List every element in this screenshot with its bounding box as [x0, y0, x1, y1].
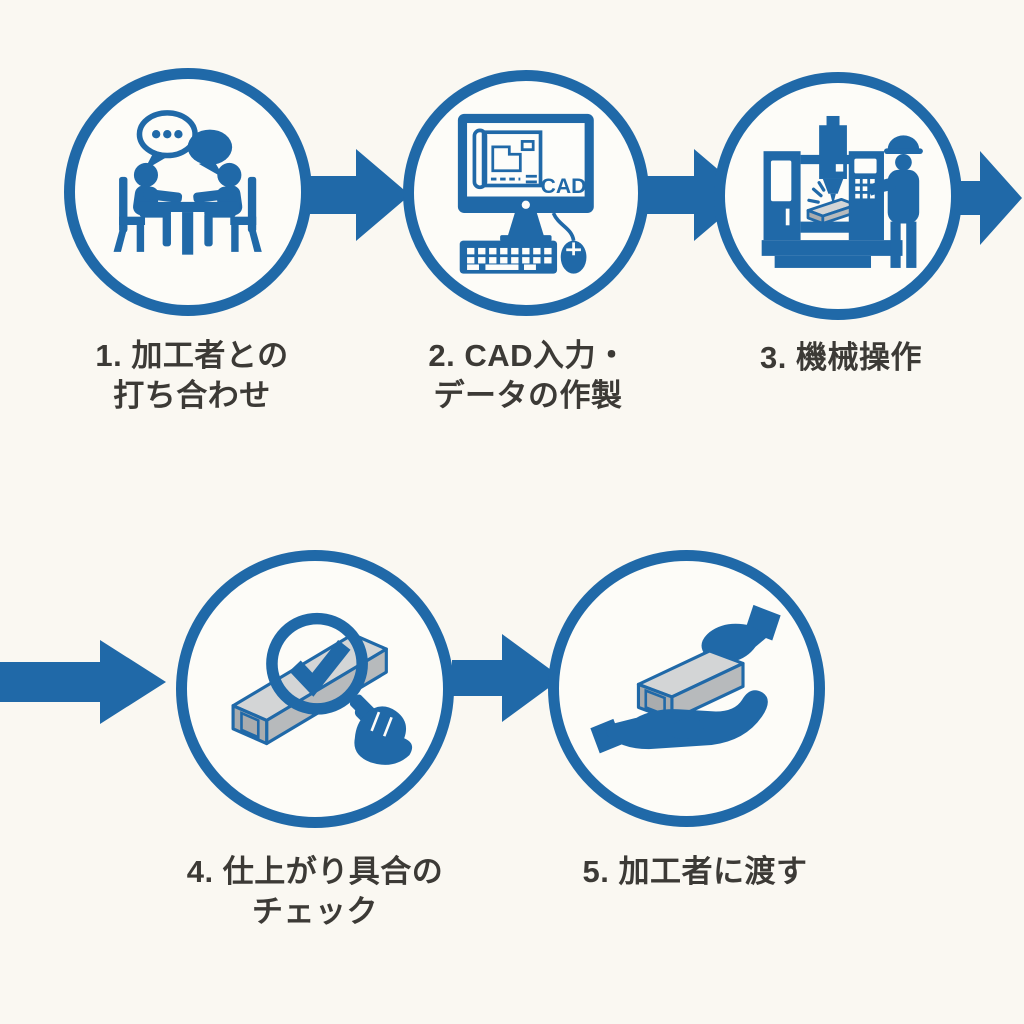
- meeting-discussion-icon: [113, 110, 263, 256]
- worker-with-hard-hat: [867, 135, 924, 269]
- step-label-4-line-2: チェック: [252, 894, 378, 929]
- holding-hand: [354, 706, 413, 765]
- sparks: [807, 181, 826, 205]
- step-label-1-line-2: 打ち合わせ: [113, 378, 271, 413]
- mouse: [551, 212, 587, 274]
- step-circle-3: [714, 72, 962, 320]
- step-label-4: 4. 仕上がり具合の チェック: [155, 852, 475, 932]
- quality-check-magnifier-icon: [231, 612, 413, 765]
- speech-bubble-outline: [137, 110, 199, 171]
- step-circle-5: [548, 550, 825, 827]
- handover-hands-icon: [590, 604, 781, 754]
- meeting-table: [136, 202, 240, 256]
- cnc-machine-operation-icon: [762, 116, 924, 269]
- step-label-2-line-2: データの作製: [433, 378, 623, 413]
- step-label-1: 1. 加工者との 打ち合わせ: [42, 336, 342, 416]
- step-circle-4: [176, 550, 454, 828]
- metal-channel-piece: [636, 649, 745, 722]
- step-label-3-line-1: 3. 機械操作: [760, 340, 922, 375]
- metal-workpiece: [806, 198, 858, 226]
- step-label-5: 5. 加工者に渡す: [540, 852, 850, 892]
- step-label-1-line-1: 1. 加工者との: [95, 338, 289, 373]
- checkmark: [289, 640, 351, 697]
- arrow-offscreen-left-step4: [0, 640, 166, 724]
- arrow-step4-to-step5: [452, 634, 562, 722]
- step-label-4-line-1: 4. 仕上がり具合の: [186, 854, 444, 889]
- step-label-3: 3. 機械操作: [706, 338, 976, 378]
- monitor-stand: [500, 213, 552, 242]
- step-label-2-line-1: 2. CAD入力・: [428, 338, 628, 373]
- machine-table: [800, 221, 872, 234]
- step-circle-1: [64, 68, 312, 316]
- receiving-hand: [590, 690, 768, 754]
- cad-computer-icon: CAD: [458, 114, 594, 274]
- machine-body: [762, 116, 903, 269]
- step-label-2: 2. CAD入力・ データの作製: [378, 336, 678, 416]
- step-label-5-line-1: 5. 加工者に渡す: [582, 854, 808, 889]
- control-panel: [849, 151, 885, 241]
- arrow-step1-to-step2: [308, 149, 410, 241]
- arrow-step3-offscreen-right: [952, 151, 1022, 245]
- step-circle-2: CAD: [403, 70, 649, 316]
- seated-person: [113, 163, 183, 253]
- blueprint-drawing: [472, 128, 543, 190]
- keyboard: [459, 240, 558, 274]
- cad-screen-text: CAD: [541, 175, 587, 198]
- arrow-step2-to-step3: [646, 149, 748, 241]
